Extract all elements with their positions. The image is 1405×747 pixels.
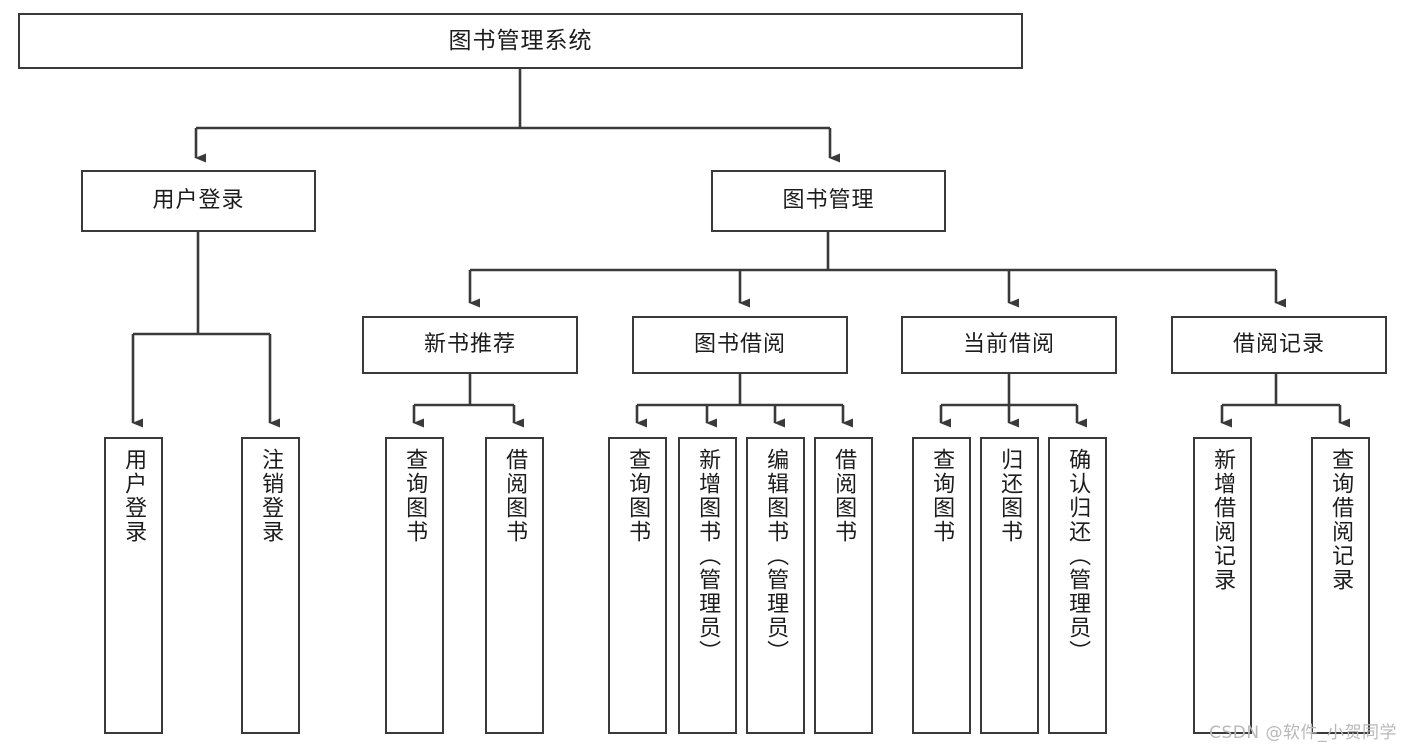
leaf-add-record-label: 新增借阅记录: [1210, 448, 1236, 592]
leaf-query-book-2[interactable]: 查询图书: [608, 437, 667, 734]
node-book-manage-label: 图书管理: [782, 188, 875, 214]
leaf-confirm-return-label: 确认归还（管理员）: [1065, 448, 1091, 664]
leaf-add-book[interactable]: 新增图书（管理员）: [678, 437, 737, 734]
leaf-return-book[interactable]: 归还图书: [980, 437, 1039, 734]
node-book-borrow[interactable]: 图书借阅: [632, 316, 848, 374]
leaf-query-book-1[interactable]: 查询图书: [385, 437, 444, 734]
leaf-return-book-label: 归还图书: [997, 448, 1023, 544]
leaf-query-record-label: 查询借阅记录: [1328, 448, 1354, 592]
node-user-login-label: 用户登录: [152, 188, 245, 214]
leaf-logout[interactable]: 注销登录: [241, 437, 300, 734]
leaf-query-book-2-label: 查询图书: [625, 448, 651, 544]
leaf-query-record[interactable]: 查询借阅记录: [1311, 437, 1370, 734]
node-book-manage[interactable]: 图书管理: [711, 170, 946, 232]
leaf-user-login[interactable]: 用户登录: [104, 437, 163, 734]
leaf-borrow-book-1-label: 借阅图书: [502, 448, 528, 544]
node-root[interactable]: 图书管理系统: [18, 13, 1023, 69]
leaf-borrow-book-2-label: 借阅图书: [831, 448, 857, 544]
leaf-user-login-label: 用户登录: [121, 448, 147, 544]
leaf-query-book-3[interactable]: 查询图书: [912, 437, 971, 734]
leaf-borrow-book-1[interactable]: 借阅图书: [485, 437, 544, 734]
leaf-edit-book[interactable]: 编辑图书（管理员）: [746, 437, 805, 734]
node-new-book-rec[interactable]: 新书推荐: [362, 316, 578, 374]
leaf-query-book-3-label: 查询图书: [929, 448, 955, 544]
watermark: CSDN @软件_小贺同学: [1209, 723, 1397, 743]
leaf-query-book-1-label: 查询图书: [402, 448, 428, 544]
leaf-add-book-label: 新增图书（管理员）: [695, 448, 721, 664]
node-root-label: 图书管理系统: [448, 27, 593, 54]
leaf-add-record[interactable]: 新增借阅记录: [1193, 437, 1252, 734]
node-book-borrow-label: 图书借阅: [693, 332, 786, 358]
node-new-book-rec-label: 新书推荐: [423, 332, 516, 358]
leaf-logout-label: 注销登录: [258, 448, 284, 544]
leaf-confirm-return[interactable]: 确认归还（管理员）: [1048, 437, 1107, 734]
leaf-edit-book-label: 编辑图书（管理员）: [763, 448, 789, 664]
leaf-borrow-book-2[interactable]: 借阅图书: [814, 437, 873, 734]
node-borrow-record[interactable]: 借阅记录: [1171, 316, 1387, 374]
node-user-login[interactable]: 用户登录: [81, 170, 316, 232]
node-borrow-record-label: 借阅记录: [1232, 332, 1325, 358]
node-current-borrow[interactable]: 当前借阅: [901, 316, 1117, 374]
node-current-borrow-label: 当前借阅: [962, 332, 1055, 358]
